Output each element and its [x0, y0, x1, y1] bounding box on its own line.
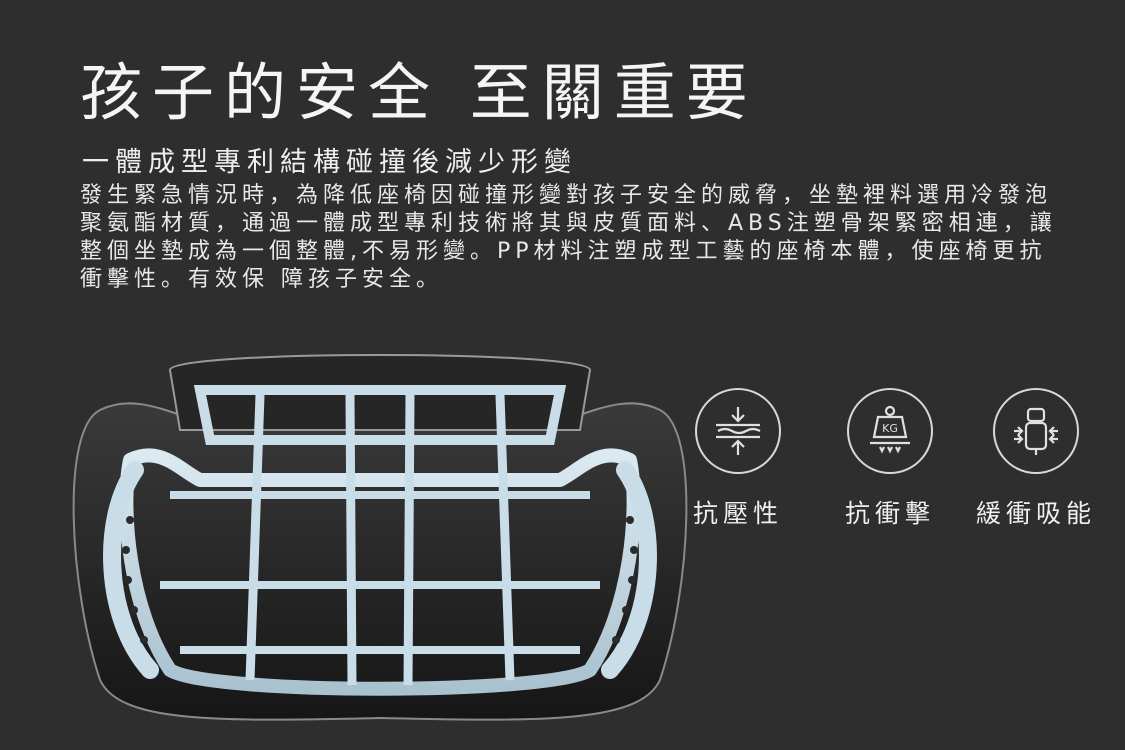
frame-rib — [245, 394, 265, 681]
feature-label: 緩衝吸能 — [975, 499, 1096, 528]
subheadline: 一體成型專利結構碰撞後減少形變 — [82, 147, 577, 178]
frame-rib — [403, 394, 415, 686]
frame-rib — [345, 394, 357, 686]
frame-top-bar — [193, 385, 567, 445]
frame-body — [119, 448, 641, 696]
kg-text: KG — [882, 422, 898, 435]
seat-frame-illustration — [72, 354, 688, 721]
frame-rib — [495, 394, 515, 681]
frame-wing-left — [103, 461, 159, 679]
feature-impact: KG 抗衝擊 — [800, 388, 980, 530]
feature-absorb: 緩衝吸能 — [946, 388, 1125, 530]
seat-impact-icon — [993, 388, 1079, 474]
compression-icon — [695, 388, 781, 474]
feature-label: 抗衝擊 — [844, 499, 935, 528]
feature-compression: 抗壓性 — [648, 388, 828, 530]
headline: 孩子的安全 至關重要 — [80, 56, 758, 129]
feature-label: 抗壓性 — [692, 499, 783, 528]
kg-weight-icon: KG — [847, 388, 933, 474]
description: 發生緊急情況時，為降低座椅因碰撞形變對孩子安全的威脅，坐墊裡料選用冷發泡聚氨酯材… — [80, 183, 1057, 292]
frame-wing-right — [601, 461, 657, 679]
